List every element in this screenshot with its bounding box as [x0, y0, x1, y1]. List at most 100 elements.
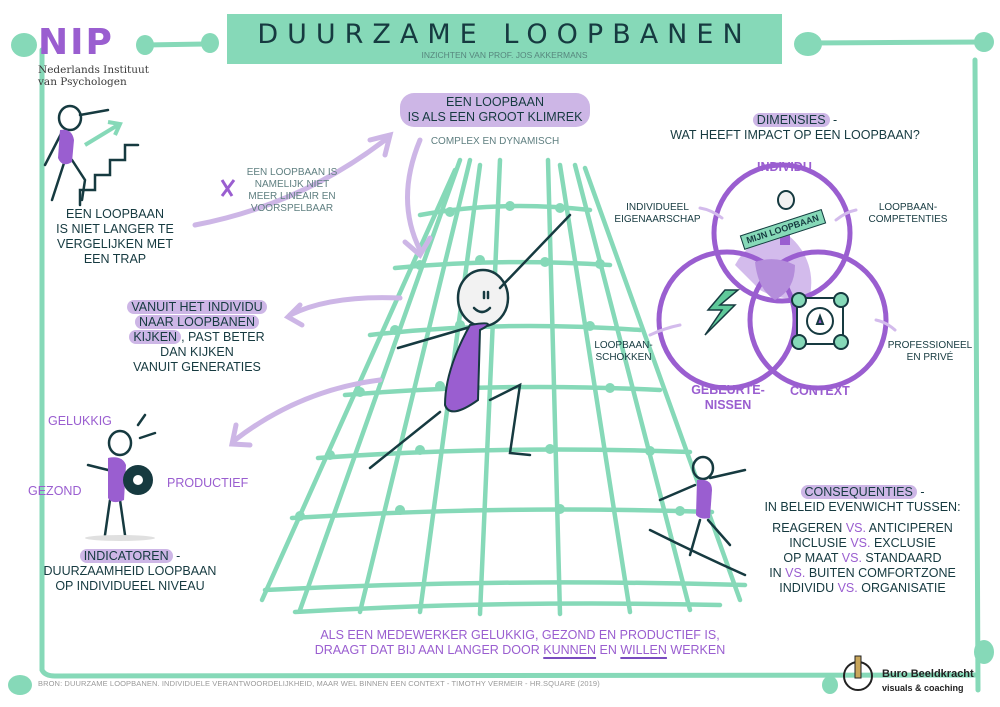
climber-figure: [368, 213, 572, 470]
network-icon: [791, 292, 849, 350]
balance-pair: INCLUSIE VS. EXCLUSIE: [750, 536, 975, 551]
pair-right: EXCLUSIE: [873, 536, 936, 550]
annotation-professional: PROFESSIONEEL EN PRIVÉ: [880, 340, 980, 364]
pair-left: INCLUSIE: [789, 536, 847, 550]
annotation-shocks: LOOPBAAN- SCHOKKEN: [586, 340, 661, 364]
vs-label: VS.: [850, 536, 871, 550]
climber-body: [443, 322, 489, 413]
text-line: DUURZAAMHEID LOOPBAAN: [43, 564, 217, 578]
heading-line: IS ALS EEN GROOT KLIMREK: [407, 110, 583, 124]
label-line: NISSEN: [704, 398, 752, 412]
annotation-line: LOOPBAAN-: [878, 202, 938, 213]
stairs-caption: EEN LOOPBAAN IS NIET LANGER TE VERGELIJK…: [40, 207, 190, 267]
annotation-line: LOOPBAAN-: [594, 340, 653, 351]
title-banner: DUURZAME LOOPBANEN INZICHTEN VAN PROF. J…: [227, 14, 782, 64]
dash: -: [916, 485, 925, 499]
circle-label-individu: INDIVIDU: [757, 160, 812, 174]
balance-figure-body: [696, 479, 712, 519]
label-line: GEBEURTE-: [691, 383, 765, 397]
conclusion-line1: ALS EEN MEDEWERKER GELUKKIG, GEZOND EN P…: [320, 628, 720, 642]
pair-left: REAGEREN: [772, 521, 843, 535]
circle-label-events: GEBEURTE- NISSEN: [688, 383, 768, 413]
page-title: DUURZAME LOOPBANEN: [257, 19, 752, 50]
lavender-arrows: [192, 131, 433, 448]
annotation-ownership: INDIVIDUEEL EIGENAARSCHAP: [610, 202, 705, 226]
note-line: VOORSPELBAAR: [250, 203, 334, 214]
climbing-net: [259, 157, 748, 617]
pencil-icon: [854, 655, 862, 679]
dash: -: [829, 113, 838, 127]
label-happy: GELUKKIG: [48, 414, 112, 428]
stairs-caption-line: VERGELIJKEN MET: [57, 237, 173, 251]
text-segment: DRAAGT DAT BIJ AAN LANGER DOOR: [314, 643, 544, 657]
annotation-line: SCHOKKEN: [595, 352, 652, 363]
label-productive: PRODUCTIEF: [167, 476, 249, 490]
vs-label: VS.: [841, 551, 862, 565]
indicators-heading: INDICATOREN: [79, 549, 173, 563]
circle-label-context: CONTEXT: [790, 384, 850, 398]
consequences-subheading: IN BELEID EVENWICHT TUSSEN:: [764, 500, 961, 514]
pair-right: ANTICIPEREN: [868, 521, 953, 535]
annotation-line: EIGENAARSCHAP: [614, 214, 701, 225]
highlight-line: VANUIT HET INDIVIDU: [127, 300, 267, 314]
annotation-line: EN PRIVÉ: [906, 352, 954, 363]
cross-icon: [220, 179, 236, 197]
annotation-line: PROFESSIONEEL: [887, 340, 973, 351]
underlined-word: KUNNEN: [543, 643, 597, 657]
balance-pair: OP MAAT VS. STANDAARD: [750, 551, 975, 566]
balance-pair: IN VS. BUITEN COMFORTZONE: [750, 566, 975, 581]
annotation-competencies: LOOPBAAN- COMPETENTIES: [858, 202, 958, 226]
rope-frame: [39, 39, 988, 693]
underlined-word: WILLEN: [620, 643, 667, 657]
vs-label: VS.: [845, 521, 866, 535]
note-line: EEN LOOPBAAN IS: [246, 167, 338, 178]
stairs-figure: [43, 104, 140, 207]
text-line: OP INDIVIDUEEL NIVEAU: [55, 579, 205, 593]
dimensions-question: WAT HEEFT IMPACT OP EEN LOOPBAAN?: [670, 128, 920, 142]
credit-subtitle: visuals & coaching: [882, 683, 964, 693]
sign-figure: [777, 190, 795, 245]
text-segment: EN: [596, 643, 621, 657]
note-line: NAMELIJK NIET: [254, 179, 330, 190]
stairs-caption-line: IS NIET LANGER TE: [56, 222, 174, 236]
source-citation: BRON: DUURZAME LOOPBANEN. INDIVIDUELE VE…: [38, 679, 600, 688]
conclusion-text: ALS EEN MEDEWERKER GELUKKIG, GEZOND EN P…: [260, 628, 780, 658]
rope-knots: [8, 32, 994, 695]
pair-right: BUITEN COMFORTZONE: [808, 566, 956, 580]
dimensions-heading: DIMENSIES - WAT HEEFT IMPACT OP EEN LOOP…: [630, 113, 960, 143]
pair-left: OP MAAT: [783, 551, 839, 565]
text-segment: WERKEN: [666, 643, 726, 657]
growth-arrow-icon: [83, 123, 120, 147]
stairs-figure-body: [58, 129, 74, 165]
conclusion-line2: DRAAGT DAT BIJ AAN LANGER DOOR KUNNEN EN…: [260, 643, 780, 658]
dash: -: [172, 549, 181, 563]
climbing-frame-heading: EEN LOOPBAAN IS ALS EEN GROOT KLIMREK: [400, 93, 590, 127]
stairs-caption-line: EEN TRAP: [83, 252, 147, 266]
nip-name-line2: van Psychologen: [38, 76, 127, 88]
stairs-caption-line: EEN LOOPBAAN: [66, 207, 164, 221]
net-knots: [295, 201, 685, 521]
indicators-caption: INDICATOREN - DUURZAAMHEID LOOPBAAN OP I…: [30, 549, 230, 594]
balance-pair: INDIVIDU VS. ORGANISATIE: [750, 581, 975, 596]
nip-name-line1: Nederlands Instituut: [38, 64, 150, 76]
note-line: MEER LINEAIR EN: [248, 191, 336, 202]
vs-label: VS.: [785, 566, 806, 580]
label-healthy: GEZOND: [28, 484, 82, 498]
indicator-figure: [86, 413, 157, 537]
pair-right: STANDAARD: [865, 551, 942, 565]
nonlinear-note: EEN LOOPBAAN IS NAMELIJK NIET MEER LINEA…: [236, 167, 348, 215]
balance-pair: REAGEREN VS. ANTICIPEREN: [750, 521, 975, 536]
climbing-frame-subheading: COMPLEX EN DYNAMISCH: [430, 136, 560, 147]
balance-figure: [648, 455, 747, 577]
text-line: DAN KIJKEN: [160, 345, 234, 359]
annotation-line: COMPETENTIES: [868, 214, 948, 225]
heading-line: EEN LOOPBAAN: [446, 95, 544, 109]
dimensions-title: DIMENSIES: [752, 113, 830, 127]
highlight-line: NAAR LOOPBANEN: [134, 315, 259, 329]
nip-subtitle: Nederlands Instituut van Psychologen: [38, 64, 149, 88]
lightning-icon: [704, 289, 741, 336]
individual-perspective-text: VANUIT HET INDIVIDU NAAR LOOPBANEN KIJKE…: [112, 300, 282, 375]
highlight-line: KIJKEN: [129, 330, 182, 344]
credit-name: Buro Beeldkracht: [882, 668, 974, 680]
